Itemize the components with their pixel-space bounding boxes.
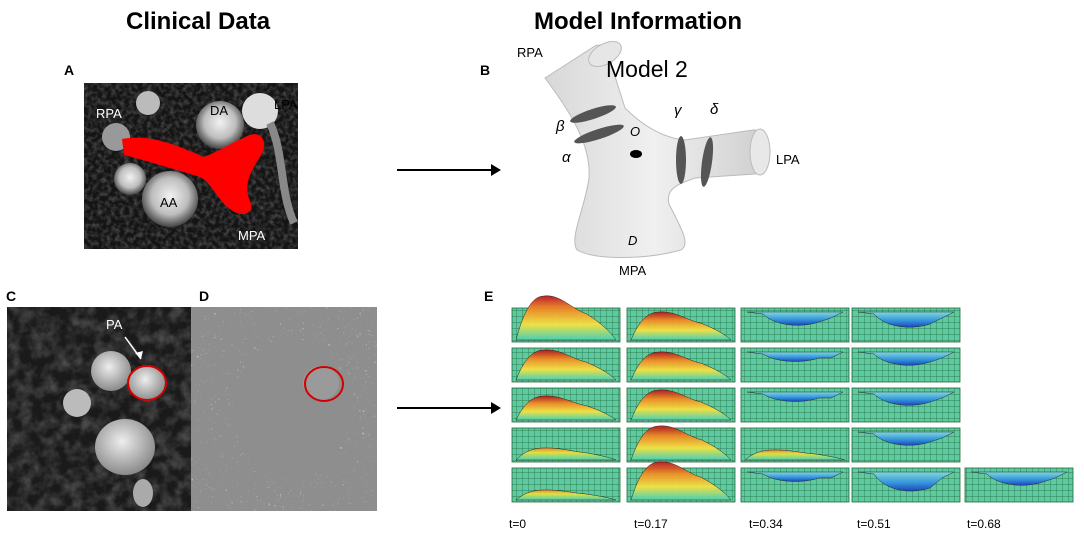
velocity-profile-tile <box>511 427 621 463</box>
roi-circle-d <box>304 366 344 402</box>
panel-c-letter: C <box>6 288 17 304</box>
velocity-profile-tile <box>511 347 621 383</box>
model-label-o: O <box>630 124 641 139</box>
panel-e-velocity-profiles <box>511 295 1074 503</box>
velocity-profile-tile <box>511 295 621 343</box>
velocity-profile-tile <box>851 307 961 343</box>
label-aa: AA <box>160 195 178 210</box>
velocity-profile-tile <box>511 467 621 503</box>
marker-o <box>630 150 642 158</box>
arrow-a-to-b <box>397 164 501 176</box>
model-label-gamma: γ <box>674 102 682 119</box>
clinical-data-heading: Clinical Data <box>126 8 271 35</box>
velocity-profile-tile <box>626 387 736 423</box>
velocity-profile-tile <box>740 467 850 503</box>
model-label-d: D <box>628 233 638 248</box>
model-information-heading: Model Information <box>534 8 742 35</box>
panel-d-phase-image <box>191 307 377 511</box>
velocity-profile-tile <box>626 307 736 343</box>
time-label-3: t=0.51 <box>857 517 891 531</box>
panel-c-mri-image <box>7 307 191 511</box>
model-label-lpa: LPA <box>776 152 800 167</box>
segmentation-overlay <box>122 134 265 215</box>
model-label-alpha: α <box>562 149 571 166</box>
label-rpa: RPA <box>96 106 122 121</box>
velocity-profile-tile <box>511 387 621 423</box>
cross-section-beta <box>570 105 616 123</box>
model-title: Model 2 <box>606 56 688 82</box>
model-label-mpa: MPA <box>619 263 647 278</box>
cross-section-delta <box>700 137 714 187</box>
model-label-beta: β <box>556 118 565 135</box>
velocity-profile-tile <box>626 347 736 383</box>
time-label-4: t=0.68 <box>967 517 1001 531</box>
velocity-profile-tile <box>740 387 850 423</box>
model-label-delta: δ <box>710 101 719 118</box>
panel-b-vessel-model <box>544 41 771 258</box>
model-label-rpa: RPA <box>517 45 543 60</box>
time-label-0: t=0 <box>509 517 527 531</box>
label-mpa: MPA <box>238 228 266 243</box>
arrow-d-to-e <box>397 402 501 414</box>
cross-section-alpha <box>574 124 624 144</box>
velocity-profile-tile <box>626 425 736 463</box>
velocity-profile-tile <box>626 461 736 503</box>
label-lpa: LPA <box>274 97 298 112</box>
time-label-1: t=0.17 <box>634 517 668 531</box>
velocity-profile-tile <box>964 467 1074 503</box>
panel-a-letter: A <box>64 62 75 78</box>
velocity-profile-tile <box>851 387 961 423</box>
velocity-profile-tile <box>851 427 961 463</box>
velocity-profile-tile <box>851 467 961 503</box>
panel-a-mri-image <box>84 83 298 249</box>
velocity-profile-tile <box>851 347 961 383</box>
velocity-profile-tile <box>740 347 850 383</box>
panel-d-letter: D <box>199 288 210 304</box>
velocity-profile-tile <box>740 427 850 463</box>
panel-e-letter: E <box>484 288 494 304</box>
velocity-profile-tile <box>740 307 850 343</box>
panel-b-letter: B <box>480 62 491 78</box>
label-pa: PA <box>106 317 123 332</box>
cross-section-gamma <box>676 136 686 184</box>
roi-circle-c <box>127 365 167 401</box>
time-label-2: t=0.34 <box>749 517 783 531</box>
label-da: DA <box>210 103 229 118</box>
